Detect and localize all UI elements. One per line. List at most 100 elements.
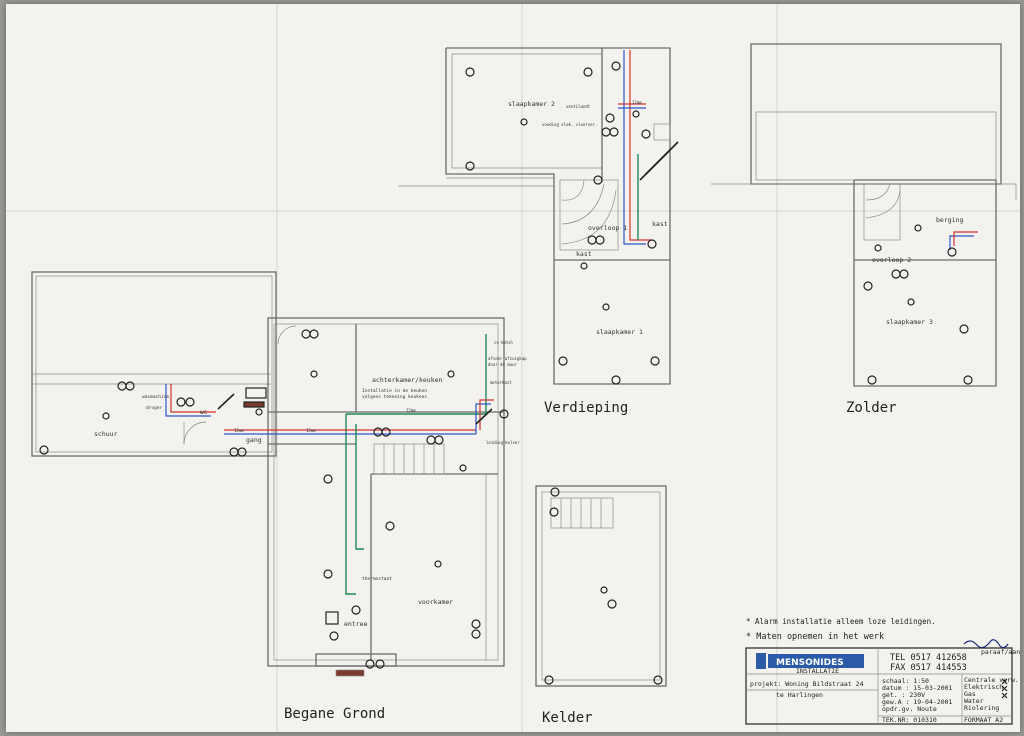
note-maten: * Maten opnemen in het werk (746, 632, 884, 642)
stairs (550, 497, 614, 529)
electrical-symbols-attic (863, 224, 973, 385)
shower (653, 123, 671, 141)
floor-title-attic: Zolder (846, 400, 897, 416)
floor-title-basement: Kelder (542, 710, 593, 726)
company-logo (768, 654, 864, 668)
floor-titles: Begane Grond Verdieping Zolder Kelder (284, 400, 897, 726)
stairs (865, 189, 901, 219)
wall (535, 485, 667, 687)
company-subtitle: INSTALLATIE (796, 667, 839, 675)
drawn-by: get. : 230V (882, 691, 925, 699)
client: opdr.gv. Noute (882, 705, 937, 713)
room-label-overloop-1: overloop 1 (588, 224, 627, 232)
project-location: te Harlingen (776, 691, 823, 699)
pipe-network-attic (949, 231, 978, 250)
date: datum : 15-03-2001 (882, 684, 953, 692)
pipe-network-ground (165, 334, 494, 595)
stairs (561, 189, 617, 245)
wall (755, 111, 997, 181)
room-label-schuur: schuur (94, 430, 118, 438)
fold-line (6, 210, 1020, 212)
doormat (335, 669, 365, 677)
annotation-thermostaat: thermostaat (362, 576, 392, 582)
annotation-voeding: voeding elek. vloerver. (542, 122, 597, 127)
door-swing (183, 421, 207, 445)
electrical-symbols-ground (39, 329, 509, 669)
kitchen-note: Installatie in de keuken (362, 388, 427, 394)
pipe-size-label: 15mm (306, 428, 316, 433)
wall (31, 271, 277, 457)
stairs (561, 179, 585, 201)
checkbox-marks (1001, 678, 1008, 699)
annotation-droger: droger (146, 405, 163, 411)
category-riolering: Riolering (964, 704, 999, 712)
scale: schaal: 1:50 (882, 677, 929, 685)
company-logo-mark (756, 653, 766, 669)
room-labels: schuur gang achterkamer/keuken Installat… (94, 100, 963, 628)
general-notes: * Alarm installatie alleem loze leidinge… (746, 617, 936, 642)
floor-plan: schuur gang achterkamer/keuken Installat… (31, 43, 1020, 726)
category-water: Water (964, 697, 984, 705)
room-label-wc: wc (200, 409, 208, 416)
note-alarm: * Alarm installatie alleem loze leidinge… (746, 617, 936, 626)
floor-title-first: Verdieping (544, 400, 628, 416)
room-label-slaapkamer-2: slaapkamer 2 (508, 100, 555, 108)
pipe-size-label: 22mm (406, 408, 416, 413)
ground-floor-plan (31, 271, 509, 677)
phone-number: TEL 0517 412658 (890, 653, 967, 663)
sheet-format: FORMAAT A2 (964, 716, 1003, 724)
basement-plan (535, 485, 667, 687)
category-cv: Centrale verw. (964, 676, 1019, 684)
kitchen-note: volgens tekening keukens (362, 394, 427, 400)
annotation-ventunit: ventilandt (566, 104, 591, 109)
project-name: projekt: Woning Bildstraat 24 (750, 680, 864, 688)
floor-title-ground: Begane Grond (284, 706, 385, 722)
room-label-slaapkamer-1: slaapkamer 1 (596, 328, 643, 336)
room-label-achterkamer: achterkamer/keuken (372, 376, 443, 384)
pipe-size-label: 12mm (234, 428, 244, 433)
room-label-overloop-2: overloop 2 (872, 256, 911, 264)
pipe-size-label: 12mm (632, 100, 642, 105)
wall (267, 317, 505, 667)
first-floor-plan (398, 47, 679, 385)
door-swing (277, 325, 297, 345)
wall (750, 43, 1002, 185)
title-block: MENSONIDES INSTALLATIE TEL 0517 412658 F… (745, 639, 1020, 725)
annotation-afvoer: afvoer afzuigkap (488, 356, 527, 361)
category-elektrisch: Elektrisch (964, 683, 1003, 691)
company-name: MENSONIDES (776, 658, 844, 668)
annotation-wasmachine: wasmachine (142, 394, 169, 400)
wall (541, 491, 661, 681)
stairs (561, 183, 605, 225)
fold-line (776, 4, 778, 732)
room-label-voorkamer: voorkamer (418, 598, 453, 606)
room-label-slaapkamer-3: slaapkamer 3 (886, 318, 933, 326)
stairs (863, 183, 901, 241)
room-label-gang: gang (246, 436, 262, 444)
annotation-afvoer: door de muur (488, 362, 517, 367)
stairs (373, 443, 445, 475)
wall (315, 653, 397, 667)
pipe-network-first (618, 50, 679, 245)
installation-annotations: thermostaat wasmachine droger voeding el… (142, 100, 642, 582)
room-label-kast: kast (576, 250, 592, 258)
drawing-number: TEK.NR: 010310 (882, 716, 937, 724)
room-label-kast: kast (652, 220, 668, 228)
revision-date: gew.A : 19-04-2001 (882, 698, 953, 706)
fold-line (276, 4, 278, 732)
signature (963, 639, 1009, 649)
room-label-berging: berging (936, 216, 963, 224)
signature-label: paraaf/aanbest. (981, 648, 1020, 656)
drawing-sheet: schuur gang achterkamer/keuken Installat… (6, 4, 1020, 732)
annotation-meterkast: meterkast (490, 380, 512, 385)
annotation-leiding: leiding kolver (486, 440, 520, 445)
wall (35, 275, 273, 453)
electrical-symbols-first (465, 61, 660, 385)
wall (273, 323, 499, 661)
fax-number: FAX 0517 414553 (890, 663, 967, 673)
room-label-entree: entree (344, 620, 368, 628)
stairs (865, 183, 891, 201)
fold-line (521, 4, 523, 732)
stairs (559, 179, 619, 251)
annotation-cv: cv-ketel (494, 340, 514, 345)
